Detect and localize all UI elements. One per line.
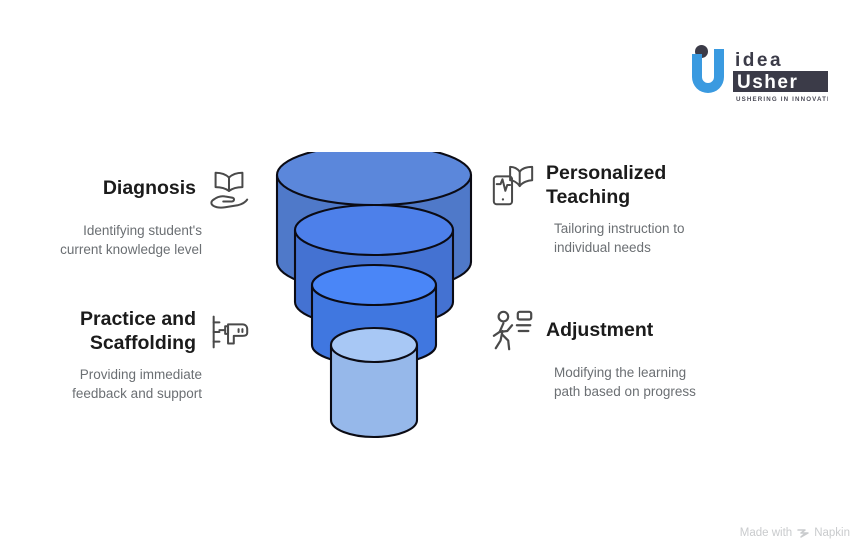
feature-description: Tailoring instruction to individual need… bbox=[554, 220, 685, 255]
feature-title: Practice and Scaffolding bbox=[80, 308, 196, 354]
feature-description: Identifying student's current knowledge … bbox=[60, 223, 202, 258]
feature-title: Personalized Teaching bbox=[546, 162, 667, 208]
running-person-screen-icon bbox=[492, 310, 533, 351]
footer-prefix: Made with bbox=[739, 527, 793, 539]
feature-title: Adjustment bbox=[546, 319, 654, 342]
napkin-logo-icon bbox=[797, 529, 809, 538]
feature-description: Providing immediate feedback and support bbox=[72, 366, 202, 401]
feature-item-header: Personalized Teaching bbox=[488, 162, 768, 210]
logo-word-idea: idea bbox=[735, 50, 783, 71]
feature-item-header: Practice and Scaffolding bbox=[10, 308, 260, 356]
feature-item-practice-scaffolding: Practice and Scaffolding Providing immed… bbox=[10, 308, 260, 403]
drill-tool-icon bbox=[212, 315, 249, 349]
stacked-funnel-diagram bbox=[262, 143, 488, 452]
phone-pulse-book-icon bbox=[492, 165, 534, 205]
funnel-tier-4 bbox=[329, 326, 419, 439]
feature-item-diagnosis: Diagnosis Identifying student's current … bbox=[10, 166, 260, 259]
idea-usher-logo: idea Usher USHERING IN INNOVATION bbox=[688, 44, 840, 104]
logo-plate bbox=[733, 71, 828, 92]
footer-brand: Napkin bbox=[814, 527, 850, 539]
feature-item-header: Adjustment bbox=[488, 308, 768, 354]
book-on-hand-icon bbox=[210, 171, 249, 209]
logo-tagline: USHERING IN INNOVATION bbox=[736, 96, 828, 103]
logo-word-usher: Usher bbox=[737, 72, 798, 93]
feature-item-adjustment: Adjustment Modifying the learning path b… bbox=[488, 308, 768, 401]
feature-item-personalized-teaching: Personalized Teaching Tailoring instruct… bbox=[488, 162, 768, 257]
logo-u-mark-icon bbox=[692, 49, 724, 93]
feature-item-header: Diagnosis bbox=[10, 166, 260, 212]
feature-description: Modifying the learning path based on pro… bbox=[554, 365, 696, 400]
made-with-napkin-badge[interactable]: Made with Napkin bbox=[740, 527, 850, 539]
feature-title: Diagnosis bbox=[102, 177, 196, 200]
